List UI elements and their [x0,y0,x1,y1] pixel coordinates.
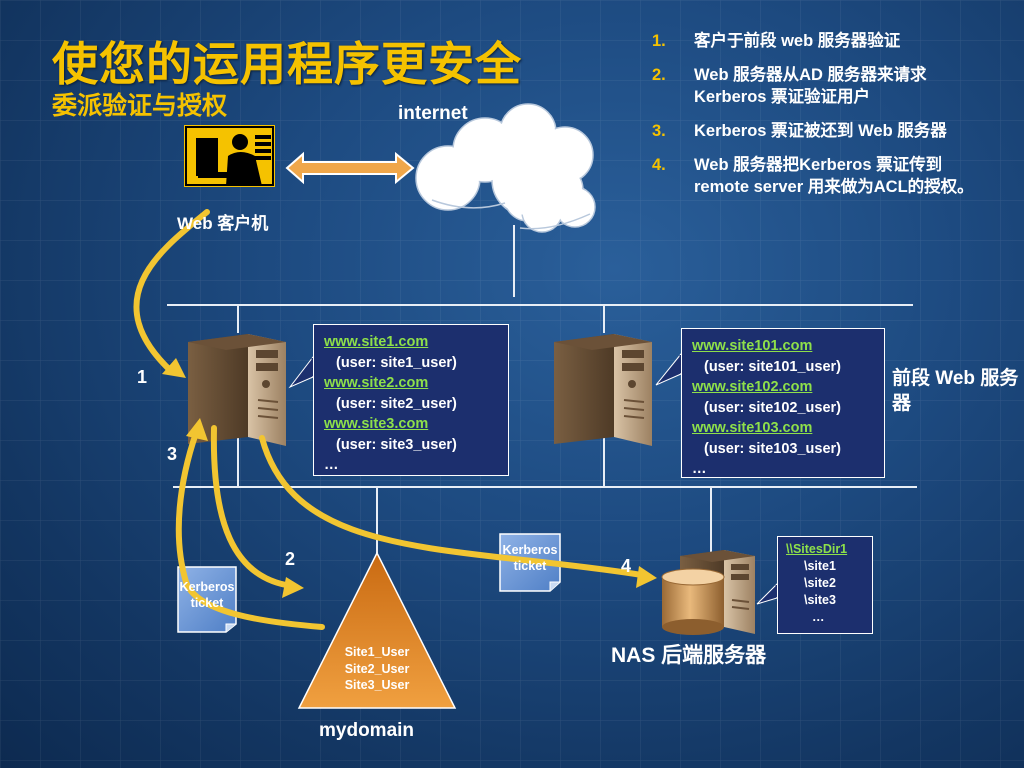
step-item: 3. Kerberos 票证被还到 Web 服务器 [652,120,997,142]
frontend-server-label: 前段 Web 服务器 [892,368,1019,414]
ticket-line: ticket [513,559,547,573]
page-subtitle: 委派验证与授权 [52,91,228,120]
arrowhead-3 [186,418,208,441]
site-link[interactable]: www.site103.com [692,420,813,436]
site-link[interactable]: www.site3.com [324,416,429,432]
arrow-number-2: 2 [285,549,296,569]
step-item: 4. Web 服务器把Kerberos 票证传到 remote server 用来… [652,154,997,198]
share-folder-box: \\SitesDir1 \site1 \site2 \site3 … [777,536,873,634]
web-client-icon [184,125,275,187]
site-user: (user: site101_user) [704,358,842,375]
site-user: (user: site103_user) [704,440,842,457]
kerberos-ticket-label-1: Kerberos ticket [175,579,239,611]
site-user: (user: site3_user) [336,436,457,453]
arrowhead-1 [162,358,186,378]
arrowhead-2 [282,577,304,598]
callout-pointer-left [288,355,314,389]
share-folder-item: \site3 [804,593,836,607]
arrow-4-server-to-nas [259,435,645,578]
site-list-box-right: www.site101.com (user: site101_user) www… [681,328,885,478]
callout-pointer-share [756,582,778,605]
domain-user: Site3_User [344,678,410,692]
share-folder-item: \site2 [804,576,836,590]
domain-triangle-icon [297,551,457,709]
arrow-2-server-to-domain [210,425,295,589]
kerberos-ticket-icon-1 [177,566,237,633]
kerberos-ticket-label-2: Kerberos ticket [497,542,563,574]
arrow-number-1: 1 [137,367,148,387]
network-lines [167,225,917,553]
share-path-link[interactable]: \\SitesDir1 [786,542,848,556]
step-number: 1. [652,32,666,50]
step-text: Web 服务器把Kerberos 票证传到 remote server 用来做为… [694,156,974,196]
step-number: 3. [652,122,666,140]
share-folder-item: \site1 [804,559,836,573]
internet-label: internet [398,103,468,124]
ticket-line: ticket [190,596,224,610]
step-item: 1. 客户于前段 web 服务器验证 [652,30,997,52]
site-link[interactable]: www.site2.com [324,375,429,391]
page-title: 使您的运用程序更安全 [52,37,522,91]
arrow-3-domain-to-server [175,430,325,630]
callout-pointer-right [655,352,682,386]
domain-user: Site1_User [344,645,410,659]
step-item: 2. Web 服务器从AD 服务器来请求 Kerberos 票证验证用户 [652,64,997,108]
site-ellipsis: … [692,461,707,477]
arrow-number-3: 3 [167,444,178,464]
site-link[interactable]: www.site101.com [692,338,813,354]
step-text: Kerberos 票证被还到 Web 服务器 [694,122,947,140]
arrow-number-4: 4 [621,556,632,576]
domain-users-list: Site1_User Site2_User Site3_User [320,644,434,694]
site-ellipsis: … [324,457,339,473]
step-text: 客户于前段 web 服务器验证 [694,32,901,50]
arrowhead-4 [636,566,657,588]
step-text: Web 服务器从AD 服务器来请求 Kerberos 票证验证用户 [694,66,927,106]
nas-label: NAS 后端服务器 [611,644,767,667]
web-client-label: Web 客户机 [177,214,269,233]
site-link[interactable]: www.site1.com [324,334,429,350]
ticket-line: Kerberos [502,543,558,557]
domain-label: mydomain [319,720,415,741]
site-user: (user: site102_user) [704,399,842,416]
ticket-line: Kerberos [179,580,235,594]
frontend-server-2-icon [554,334,652,446]
step-number: 2. [652,66,666,84]
site-user: (user: site1_user) [336,354,457,371]
domain-user: Site2_User [344,661,410,676]
share-ellipsis: … [812,610,825,624]
step-number: 4. [652,156,666,174]
site-user: (user: site2_user) [336,395,457,412]
flow-arrows [133,209,645,630]
site-link[interactable]: www.site102.com [692,379,813,395]
nas-storage-icon [661,568,725,635]
steps-list: 1. 客户于前段 web 服务器验证 2. Web 服务器从AD 服务器来请求 Ke… [652,30,997,210]
site-list-box-left: www.site1.com (user: site1_user) www.sit… [313,324,509,476]
client-internet-arrow [285,151,415,185]
frontend-server-1-icon [188,334,286,446]
arrow-1-client-to-server [133,209,210,375]
